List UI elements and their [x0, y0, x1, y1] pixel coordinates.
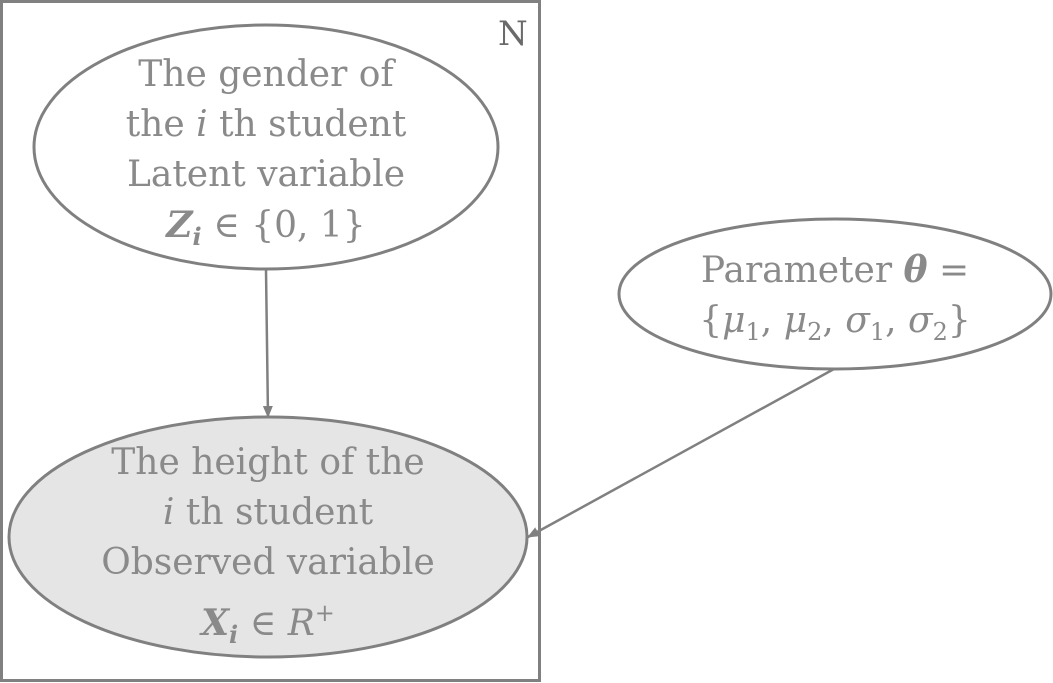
param-mu-1: μ	[722, 300, 746, 341]
plate-label: N	[498, 14, 528, 54]
param-sigma-1-sub: 1	[869, 318, 886, 346]
parameter-equals: =	[927, 250, 970, 291]
latent-line-2-rest: th student	[207, 104, 407, 145]
param-sep-1: ,	[760, 300, 784, 341]
latent-node-ellipse	[32, 23, 500, 271]
parameter-node-label: Parameter θ = {μ1, μ2, σ1, σ2}	[665, 245, 1005, 357]
param-sep-3: ,	[885, 300, 909, 341]
edge-parameter-to-observed	[527, 367, 835, 539]
observed-math-set: R	[287, 603, 315, 644]
parameter-node-ellipse	[617, 217, 1053, 371]
parameter-text: Parameter	[700, 250, 904, 291]
latent-math-subscript: i	[192, 222, 202, 251]
latent-math-symbol: Z	[166, 204, 193, 246]
param-sigma-2: σ	[908, 300, 933, 341]
plate-box	[0, 0, 541, 682]
param-sigma-2-sub: 2	[932, 318, 948, 346]
latent-index-var: i	[196, 104, 208, 145]
edge-latent-to-observed	[262, 269, 273, 418]
parameter-theta: θ	[903, 249, 928, 291]
latent-math: Zi ∈ {0, 1}	[116, 200, 416, 262]
param-sep-2: ,	[822, 300, 846, 341]
param-mu-2-sub: 2	[807, 318, 823, 346]
observed-node-label: The height of the i th student Observed …	[88, 438, 448, 660]
latent-line-1: The gender of	[138, 54, 394, 95]
parameter-line-1: Parameter θ =	[665, 245, 1005, 296]
observed-line-1: The height of the	[111, 442, 425, 483]
observed-line-2: i th student	[88, 488, 448, 538]
observed-line-3: Observed variable	[101, 542, 435, 583]
parameter-line-2: {μ1, μ2, σ1, σ2}	[665, 296, 1005, 357]
latent-line-2: the i th student	[125, 104, 407, 145]
parameter-open-brace: {	[699, 300, 723, 341]
observed-math-symbol: X	[201, 602, 230, 644]
observed-math-subscript: i	[229, 620, 239, 649]
observed-line-2-rest: th student	[174, 492, 374, 533]
observed-math: Xi ∈ R+	[88, 588, 448, 660]
observed-math-in: ∈	[238, 603, 288, 644]
param-sigma-1: σ	[845, 300, 870, 341]
latent-node-label: The gender of the i th student Latent va…	[116, 50, 416, 262]
latent-line-3: Latent variable	[126, 154, 406, 195]
latent-math-rest: ∈ {0, 1}	[201, 205, 366, 246]
param-mu-1-sub: 1	[745, 318, 761, 346]
param-mu-2: μ	[783, 300, 808, 341]
parameter-close-brace: }	[947, 300, 971, 341]
observed-index-var: i	[162, 492, 175, 533]
observed-math-superscript: +	[314, 599, 335, 627]
